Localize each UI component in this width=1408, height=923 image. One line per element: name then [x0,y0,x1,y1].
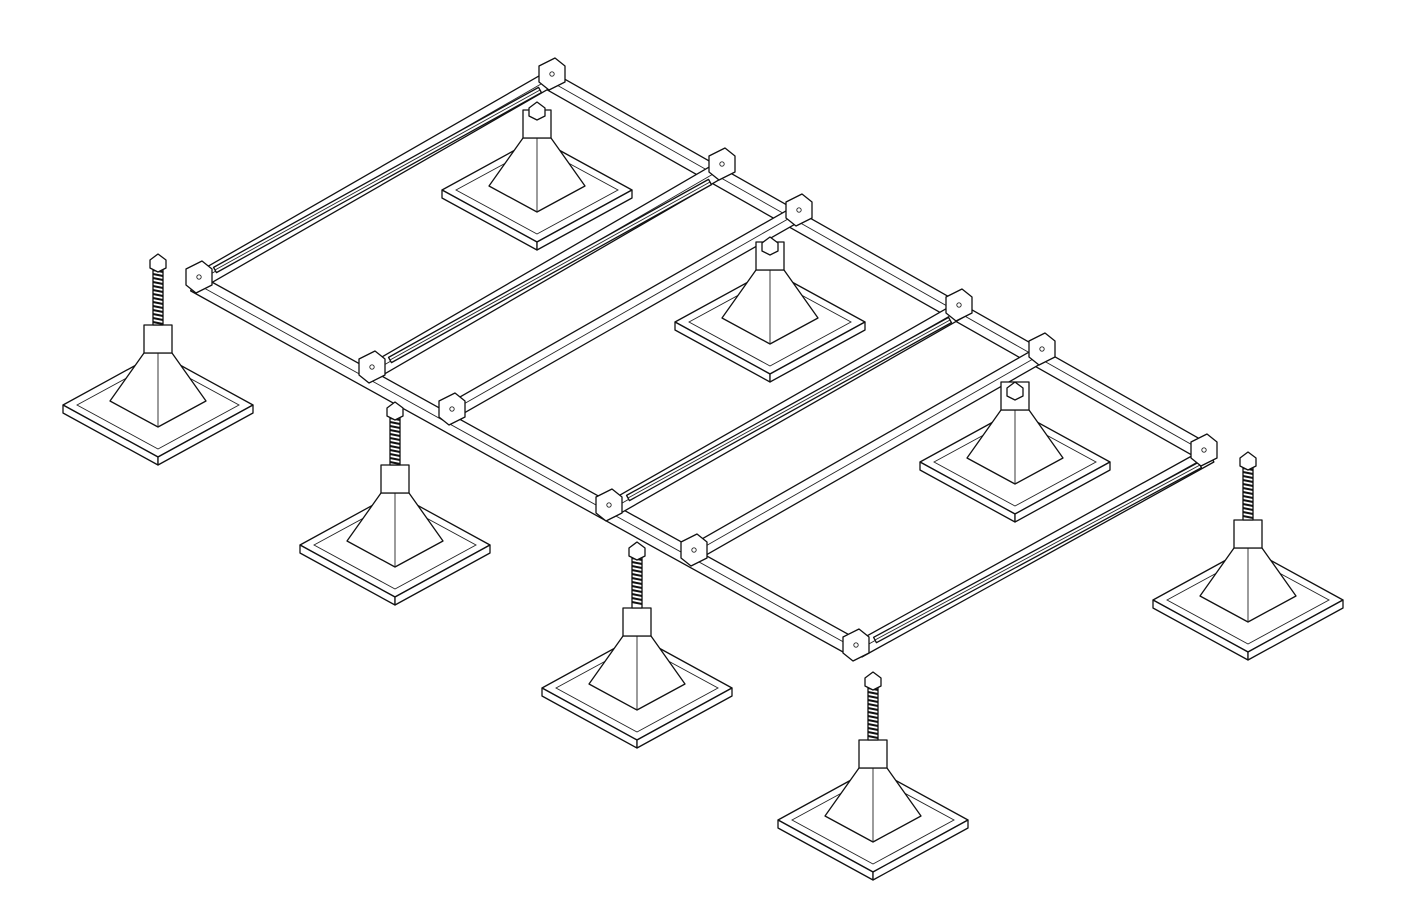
pedestal-3 [674,236,866,383]
frame-beams [185,57,1218,662]
pedestal-1 [62,253,254,466]
pedestal-supports [62,101,1344,881]
pedestal-7 [1152,451,1344,661]
bracket-10 [1028,332,1056,366]
bracket-1 [185,260,213,294]
bracket-7 [595,488,623,522]
bracket-8 [680,533,708,567]
pedestal-4 [299,401,491,606]
pedestal-6 [777,671,969,881]
bracket-3 [358,350,386,384]
back-long-beam [542,71,1216,464]
bracket-2 [538,57,566,91]
bracket-11 [842,628,870,662]
bracket-12 [1190,433,1218,467]
bracket-5 [708,147,736,181]
bracket-4 [438,392,466,426]
pedestal-5 [541,541,733,749]
bracket-9 [945,288,973,322]
bracket-6 [785,193,813,227]
pedestal-2 [441,101,633,251]
inner-rail-3 [625,316,953,502]
pedestal-8 [919,381,1111,523]
inner-rail-1 [212,86,543,274]
inner-rail-2 [387,178,713,364]
